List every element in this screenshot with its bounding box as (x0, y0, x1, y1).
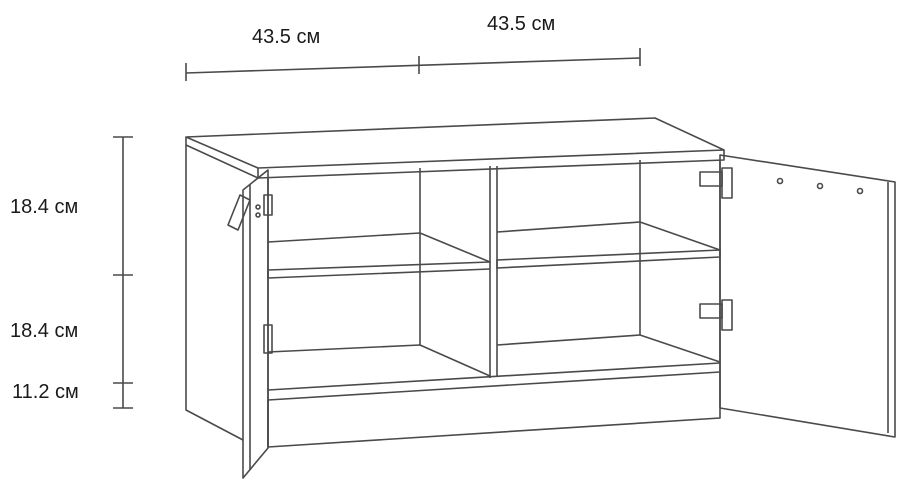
width-right-label: 43.5 см (487, 13, 556, 35)
cabinet-body (185, 117, 725, 448)
height-middle-label: 18.4 см (10, 320, 79, 342)
left-door (227, 169, 273, 479)
height-dimension-line (113, 136, 133, 409)
right-door (699, 154, 896, 438)
width-dimension-line (185, 48, 641, 81)
width-left-label: 43.5 см (252, 26, 321, 48)
height-top-label: 18.4 см (10, 196, 79, 218)
height-bottom-label: 11.2 см (12, 381, 79, 403)
